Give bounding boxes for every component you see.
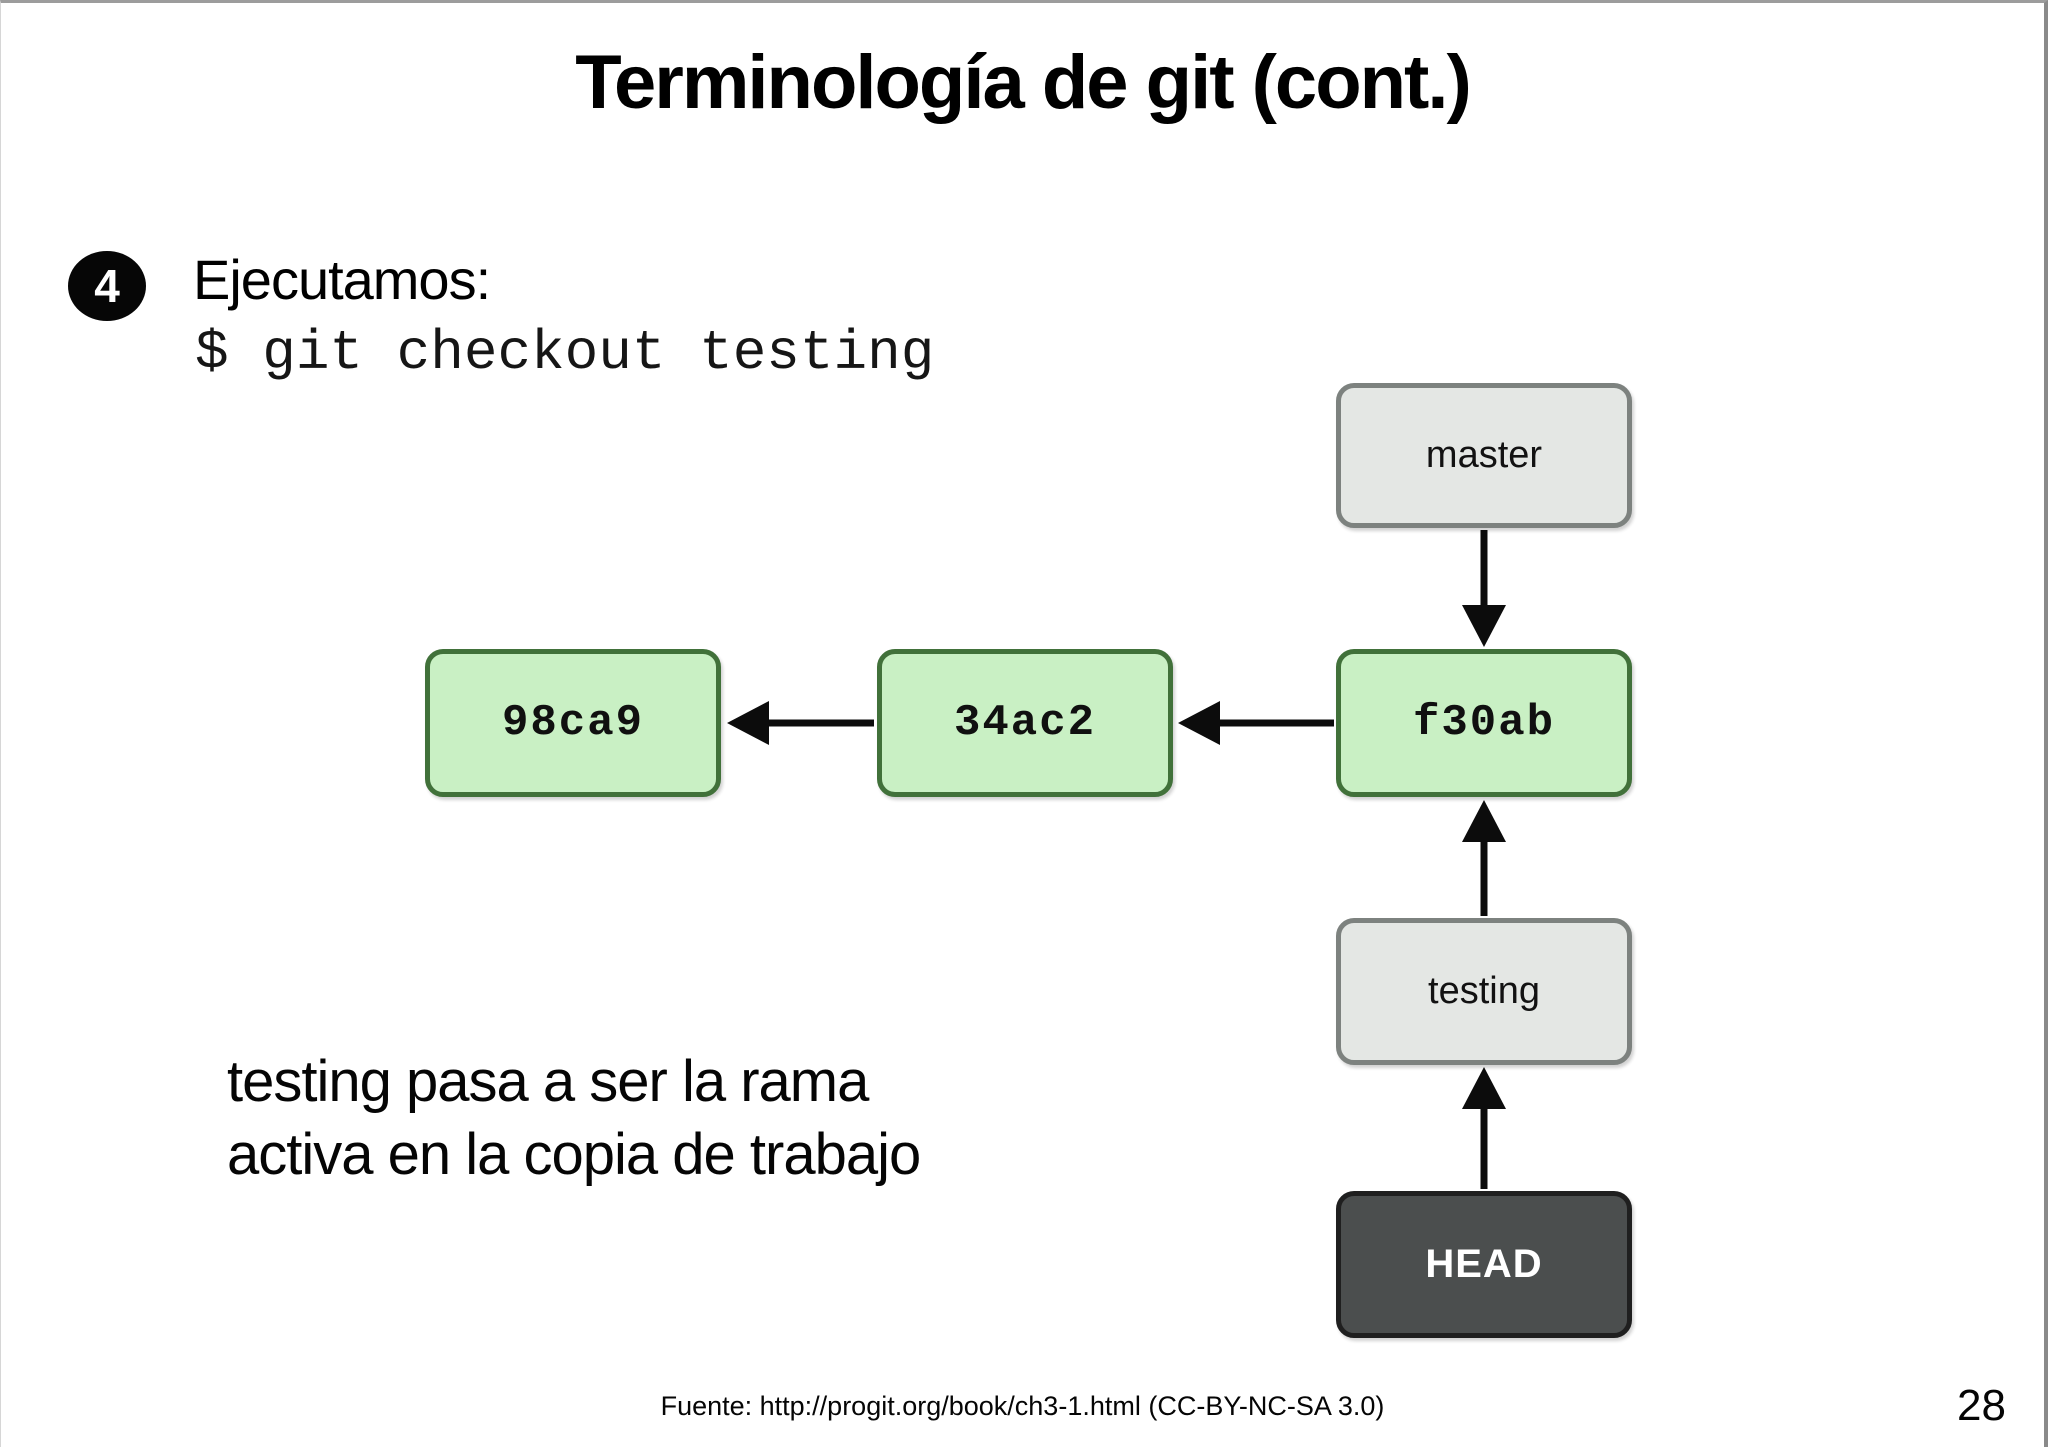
arrow-testing-to-f30ab — [1462, 800, 1506, 916]
caption: testing pasa a ser la rama activa en la … — [227, 1045, 921, 1191]
node-label: 34ac2 — [953, 698, 1097, 748]
page-number: 28 — [1957, 1381, 2006, 1430]
node-branch-testing: testing — [1336, 918, 1632, 1065]
step-number: 4 — [94, 260, 120, 312]
step-label: Ejecutamos: — [193, 248, 491, 311]
source-attribution: Fuente: http://progit.org/book/ch3-1.htm… — [660, 1391, 1385, 1421]
node-head: HEAD — [1336, 1191, 1632, 1338]
caption-line-2: activa en la copia de trabajo — [227, 1122, 921, 1187]
node-label: master — [1425, 434, 1543, 476]
node-label: testing — [1428, 970, 1540, 1012]
node-label: HEAD — [1425, 1242, 1543, 1286]
arrow-master-to-f30ab — [1462, 530, 1506, 647]
step-number-badge: 4 — [68, 251, 146, 321]
node-commit-f30ab: f30ab — [1336, 649, 1632, 797]
arrow-f30ab-to-34ac2 — [1178, 701, 1334, 745]
slide-title: Terminología de git (cont.) — [575, 40, 1472, 125]
arrow-head-to-testing — [1462, 1067, 1506, 1189]
node-label: 98ca9 — [501, 698, 645, 748]
node-label: f30ab — [1412, 698, 1556, 748]
node-branch-master: master — [1336, 383, 1632, 528]
arrow-34ac2-to-98ca9 — [727, 701, 874, 745]
node-commit-98ca9: 98ca9 — [425, 649, 721, 797]
node-commit-34ac2: 34ac2 — [877, 649, 1173, 797]
caption-line-1: testing pasa a ser la rama — [227, 1049, 869, 1114]
git-command-text: $ git checkout testing — [195, 321, 935, 385]
